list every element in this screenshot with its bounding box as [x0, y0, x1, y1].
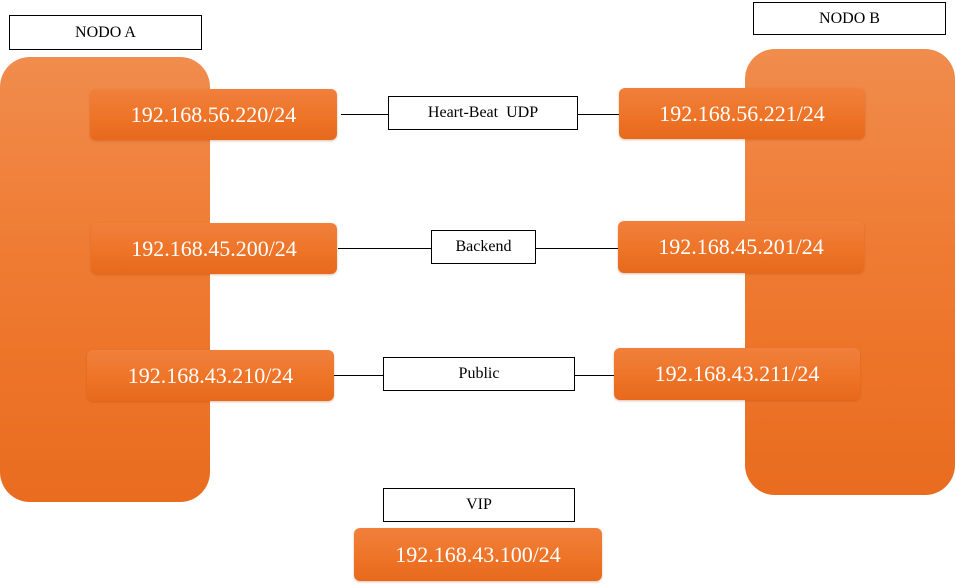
public-line-a	[334, 375, 384, 376]
node-b-backend-ip: 192.168.45.201/24	[618, 221, 864, 273]
heartbeat-udp-label: Heart-Beat UDP	[388, 96, 578, 130]
backend-line-b	[536, 248, 619, 249]
public-line-b	[575, 375, 615, 376]
node-b-heartbeat-ip: 192.168.56.221/24	[619, 88, 865, 139]
backend-line-a	[338, 248, 432, 249]
node-b-public-ip: 192.168.43.211/24	[614, 348, 860, 400]
node-a-heartbeat-ip: 192.168.56.220/24	[90, 89, 337, 140]
vip-label: VIP	[383, 488, 575, 522]
node-a-title: NODO A	[9, 15, 202, 50]
node-a-backend-ip: 192.168.45.200/24	[91, 223, 337, 274]
node-b-title: NODO B	[753, 2, 946, 35]
backend-label: Backend	[431, 230, 536, 264]
heartbeat-line-a	[341, 114, 389, 115]
heartbeat-line-b	[578, 114, 619, 115]
vip-ip: 192.168.43.100/24	[354, 528, 602, 581]
node-a-public-ip: 192.168.43.210/24	[87, 350, 334, 401]
public-label: Public	[383, 357, 575, 391]
